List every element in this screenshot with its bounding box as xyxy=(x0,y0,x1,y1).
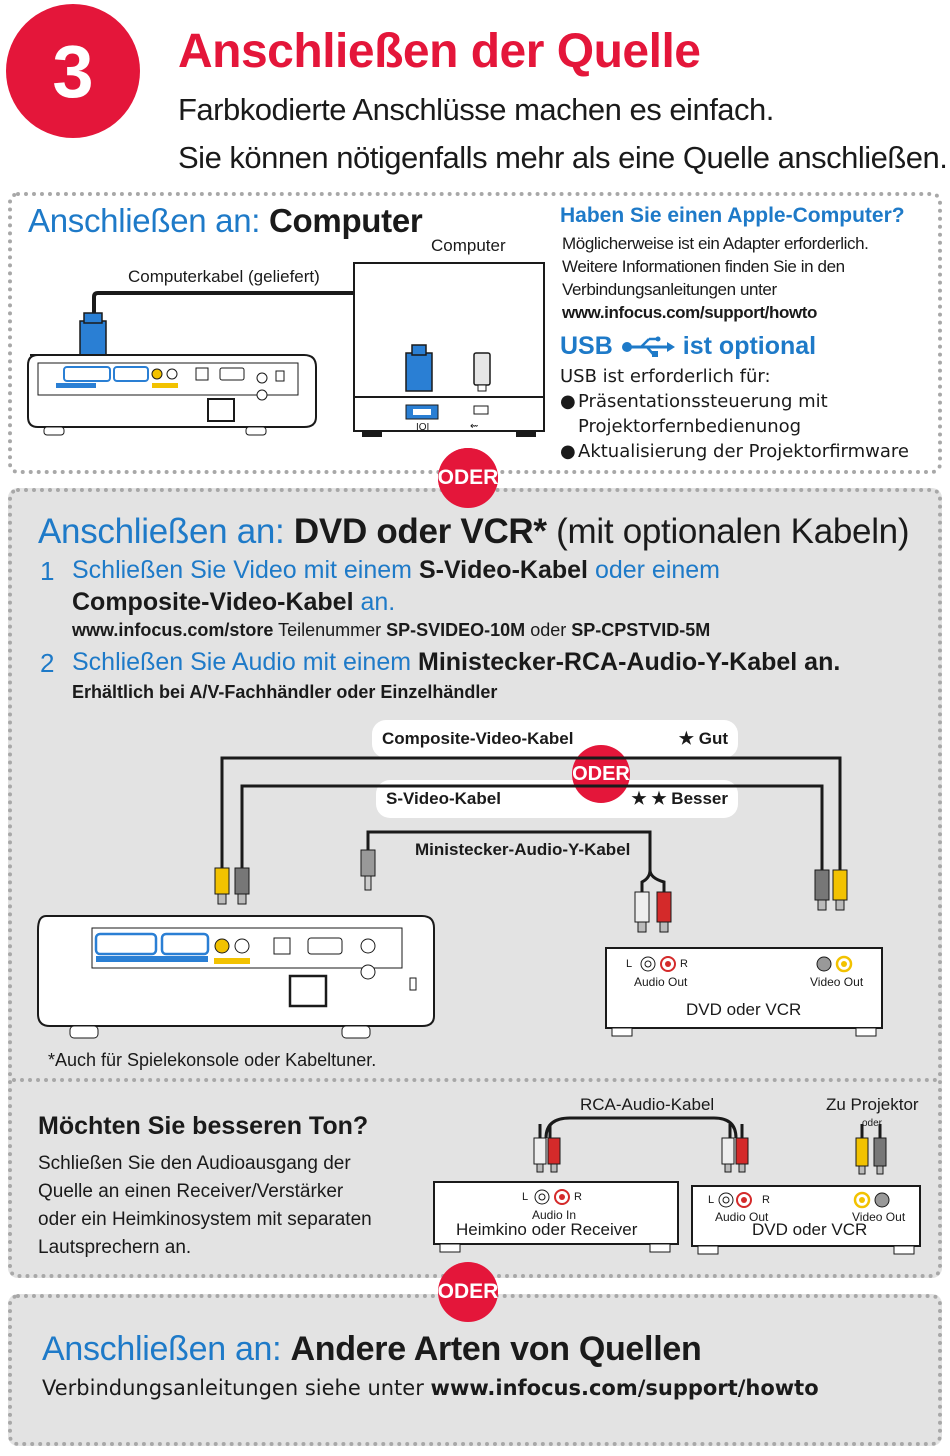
svg-text:⇜: ⇜ xyxy=(470,421,478,432)
apple-url-link[interactable]: www.infocus.com/support/howto xyxy=(562,303,818,322)
usb-optional-label: ist optional xyxy=(682,332,817,360)
sound-divider xyxy=(12,1078,938,1082)
projector-device xyxy=(27,354,317,436)
receiver-device-name: Heimkino oder Receiver xyxy=(456,1220,638,1239)
oder-badge-1-top: ODER xyxy=(438,448,498,508)
projector-device xyxy=(37,915,435,1039)
step-1-line-1: Schließen Sie Video mit einem S-Video-Ka… xyxy=(72,556,721,584)
oder-badge-2: ODER xyxy=(438,1262,498,1322)
power-socket-icon xyxy=(288,974,328,1008)
dvd2-video-out-label: Video Out xyxy=(852,1210,906,1224)
dvd-heading-suffix: (mit optionalen Kabeln) xyxy=(556,512,910,551)
step-number: 3 xyxy=(52,29,94,113)
vga-plug-icon xyxy=(79,312,107,358)
usb-icon xyxy=(621,336,675,357)
receiver-l-label: L xyxy=(522,1191,529,1203)
apple-line-1: Möglicherweise ist ein Adapter erforderl… xyxy=(562,234,869,253)
dvd-vcr-device xyxy=(605,947,883,1037)
usb-port-icon xyxy=(473,405,489,415)
dvd2-r-label: R xyxy=(762,1194,770,1206)
usb-heading: USB ist optional xyxy=(560,332,816,361)
dvd-audio-out-label: Audio Out xyxy=(634,975,688,989)
subtitle-line-2: Sie können nötigenfalls mehr als eine Qu… xyxy=(178,140,948,175)
usb-bullet-2: ●Aktualisierung der Projektorfirmware xyxy=(560,441,909,462)
usb-bullet-1-cont: Projektorfernbedienunog xyxy=(578,416,802,437)
audio-cable-label: Ministecker-Audio-Y-Kabel xyxy=(415,840,631,859)
dvd-video-out-label: Video Out xyxy=(810,975,864,989)
usb-plug-icon xyxy=(473,352,491,386)
power-socket-icon xyxy=(207,398,235,422)
receiver-audio-in-label: Audio In xyxy=(532,1208,577,1222)
subtitle-line-1: Farbkodierte Anschlüsse machen es einfac… xyxy=(178,92,774,127)
apple-line-3: Verbindungsanleitungen unter xyxy=(562,280,777,299)
dvd-l-label: L xyxy=(626,958,633,970)
oder-small-label: oder xyxy=(862,1118,883,1129)
sound-connection-diagram xyxy=(433,1116,921,1255)
computer-heading-bold: Computer xyxy=(269,202,423,239)
dvd-r-label: R xyxy=(680,958,688,970)
other-text: Verbindungsanleitungen siehe unter www.i… xyxy=(42,1376,819,1400)
sound-heading: Möchten Sie besseren Ton? xyxy=(38,1112,369,1140)
usb-bullet-1: ●Präsentationssteuerung mit xyxy=(560,391,828,412)
apple-heading: Haben Sie einen Apple-Computer? xyxy=(560,204,905,227)
usb-intro: USB ist erforderlich für: xyxy=(560,366,771,387)
page-title: Anschließen der Quelle xyxy=(178,25,701,78)
step-2-note: Erhältlich bei A/V-Fachhändler oder Einz… xyxy=(72,682,498,702)
support-url-link[interactable]: www.infocus.com/support/howto xyxy=(430,1376,819,1400)
dvd-footnote: *Auch für Spielekonsole oder Kabeltuner. xyxy=(48,1050,377,1070)
dvd2-audio-out-label: Audio Out xyxy=(715,1210,769,1224)
dvd-vcr-device-2 xyxy=(691,1185,921,1255)
dvd-heading-prefix: Anschließen an: xyxy=(38,512,285,551)
oder-badge-cables: ODER xyxy=(572,745,630,803)
usb-label: USB xyxy=(560,332,613,360)
apple-line-2: Weitere Informationen finden Sie in den xyxy=(562,257,845,276)
dvd2-device-name: DVD oder VCR xyxy=(752,1220,868,1239)
composite-cable-label: Composite-Video-Kabel ★ Gut xyxy=(372,720,738,758)
step-number-badge: 3 xyxy=(6,4,140,138)
receiver-device xyxy=(433,1181,679,1253)
usb-requirements: USB ist erforderlich für: ●Präsentations… xyxy=(560,364,909,464)
dvd2-l-label: L xyxy=(708,1194,715,1206)
step-1-number: 1 xyxy=(40,556,55,586)
computer-connection-diagram: IOI ⇜ xyxy=(27,262,545,437)
other-heading: Anschließen an: Andere Arten von Quellen xyxy=(42,1330,702,1369)
sound-text: Schließen Sie den Audioausgang der Quell… xyxy=(38,1153,372,1258)
computer-device: IOI ⇜ xyxy=(353,262,545,437)
star-icon: ★ ★ Besser xyxy=(631,789,728,808)
computer-heading: Anschließen an: Computer xyxy=(28,202,423,240)
dvd-heading-bold: DVD oder VCR* xyxy=(293,512,547,551)
computer-device-label: Computer xyxy=(431,236,506,255)
apple-text: Möglicherweise ist ein Adapter erforderl… xyxy=(562,232,869,324)
store-url-link[interactable]: www.infocus.com/store xyxy=(72,620,274,640)
computer-heading-prefix: Anschließen an: xyxy=(28,202,261,239)
dvd-heading: Anschließen an: DVD oder VCR* (mit optio… xyxy=(38,512,910,552)
receiver-r-label: R xyxy=(574,1191,582,1203)
step-1-line-2: Composite-Video-Kabel an. xyxy=(72,588,396,616)
other-heading-prefix: Anschließen an: xyxy=(42,1330,282,1368)
step-2-line-1: Schließen Sie Audio mit einem Ministecke… xyxy=(72,648,841,676)
computer-cable-label: Computerkabel (geliefert) xyxy=(128,267,320,286)
step-1-parts: www.infocus.com/store Teilenummer SP-SVI… xyxy=(72,620,711,640)
other-heading-bold: Andere Arten von Quellen xyxy=(290,1330,702,1368)
step-2-number: 2 xyxy=(40,648,55,678)
dvd-device-name: DVD oder VCR xyxy=(686,1000,802,1019)
rca-cable-label: RCA-Audio-Kabel xyxy=(580,1095,715,1114)
to-projector-label: Zu Projektor xyxy=(826,1095,919,1114)
dvd-connection-diagram xyxy=(37,756,883,1039)
star-icon: ★ Gut xyxy=(678,729,728,748)
svg-text:IOI: IOI xyxy=(416,422,429,433)
